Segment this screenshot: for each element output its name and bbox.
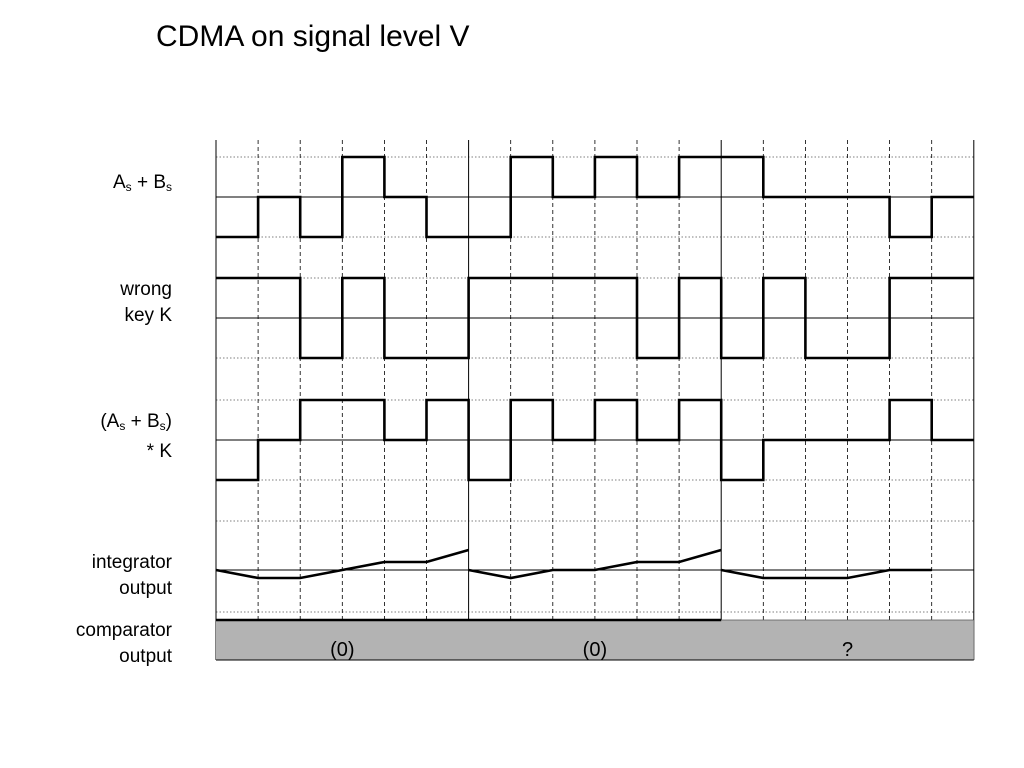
page-title: CDMA on signal level V (156, 20, 470, 53)
label-integrator: integrator output (92, 550, 172, 602)
sum-waveform (216, 155, 974, 239)
comparator-band: (0) (0)? (216, 618, 974, 661)
comparator-fill (216, 620, 974, 660)
label-wrong-key-line1: wrong (120, 279, 172, 300)
label-comparator-line2: output (119, 646, 172, 667)
label-product-line2: * K (146, 441, 172, 462)
integrator-segment (468, 548, 722, 580)
label-comparator-line1: comparator (75, 620, 172, 641)
product-waveform (216, 398, 974, 482)
label-sum: As + Bs (112, 172, 172, 194)
integrator-segment (215, 548, 469, 580)
label-product: (As + Bs) * K (100, 409, 172, 465)
label-wrong-key: wrong key K (120, 277, 172, 329)
label-comparator: comparator output (76, 618, 172, 670)
key-waveform (216, 276, 974, 360)
comparator-output-label: ? (842, 639, 853, 661)
comparator-output-label: (0) (330, 639, 354, 661)
label-wrong-key-line2: key K (124, 305, 172, 326)
waveforms (215, 155, 974, 580)
label-integrator-line1: integrator (91, 552, 172, 573)
integrator-segment (720, 568, 932, 580)
comparator-output-label: (0) (583, 639, 607, 661)
label-integrator-line2: output (119, 578, 172, 599)
